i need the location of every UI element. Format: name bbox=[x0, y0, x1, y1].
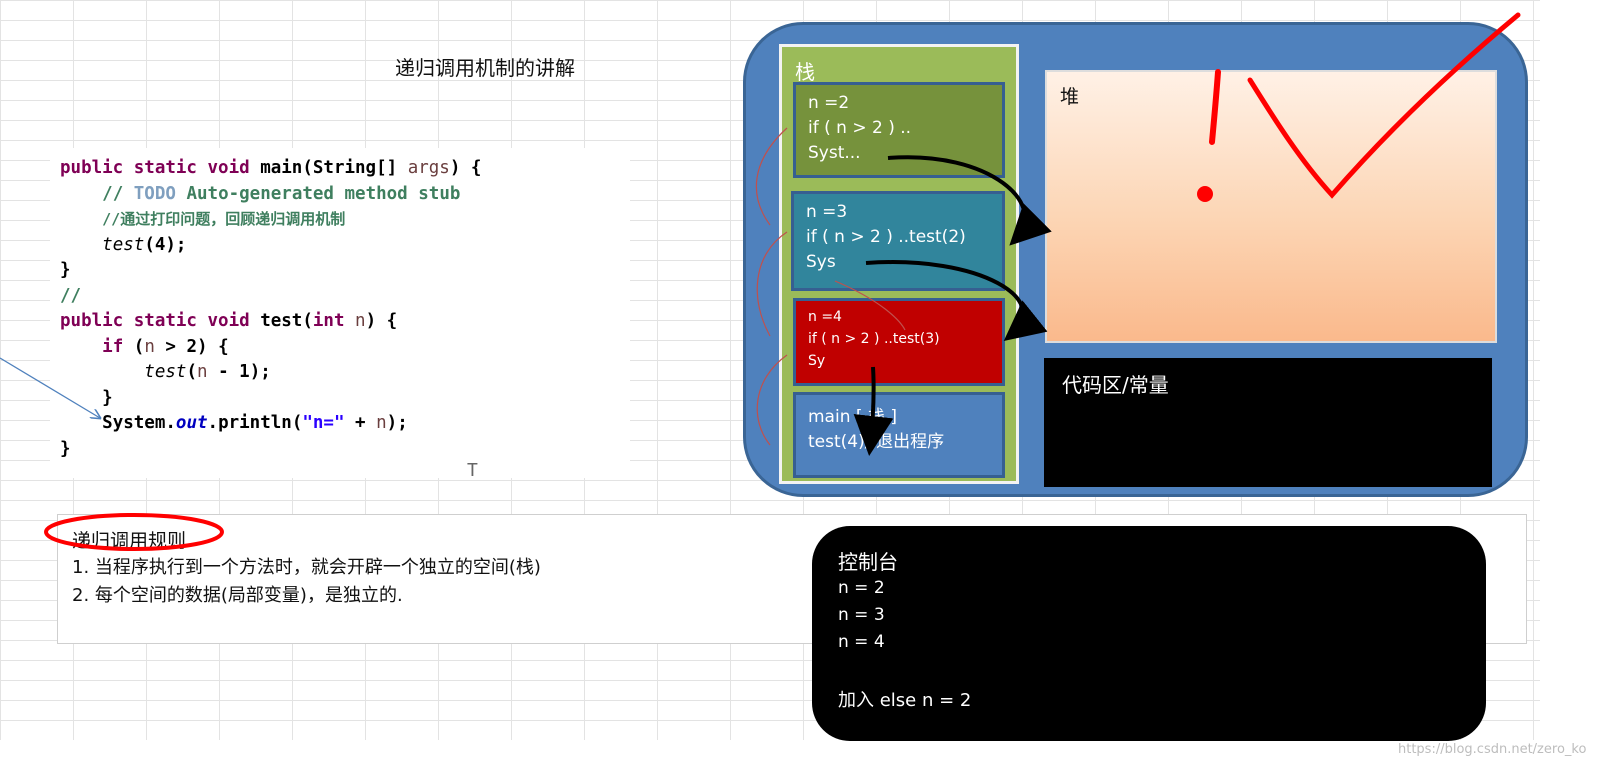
code-line-11: System.out.println("n=" + n); bbox=[60, 411, 630, 437]
call-arc-3 bbox=[755, 127, 788, 226]
frame-line: n =4 bbox=[808, 309, 842, 325]
code-line-10: } bbox=[60, 386, 630, 412]
rules-title-circle bbox=[44, 513, 224, 551]
console-line: n = 4 bbox=[838, 632, 885, 652]
code-constant-label: 代码区/常量 bbox=[1062, 373, 1169, 397]
code-keyword: if bbox=[102, 336, 124, 357]
code-line-7: public static void test(int n) { bbox=[60, 309, 630, 335]
return-arrow-2 bbox=[865, 260, 1048, 342]
red-check-stroke bbox=[1247, 12, 1521, 199]
frame-line: if ( n > 2 ) ..test(3) bbox=[808, 331, 940, 347]
code-keyword: public static void bbox=[60, 311, 250, 331]
code-text: ( bbox=[186, 362, 197, 382]
code-line-4: test(4); bbox=[60, 233, 630, 259]
code-block: public static void main(String[] args) {… bbox=[50, 148, 630, 478]
code-text: System. bbox=[102, 413, 176, 433]
console-line: n = 3 bbox=[838, 605, 885, 625]
rule-item-2: 2. 每个空间的数据(局部变量)，是独立的. bbox=[72, 585, 403, 606]
code-line-5: } bbox=[60, 258, 630, 284]
code-text: ) { bbox=[449, 158, 482, 178]
call-arc-4 bbox=[834, 280, 906, 331]
return-arrow-1 bbox=[887, 155, 1052, 246]
console-panel bbox=[812, 526, 1486, 741]
console-line: 加入 else n = 2 bbox=[838, 690, 972, 711]
code-constant-region bbox=[1044, 358, 1492, 487]
frame-line: Sys bbox=[806, 252, 836, 272]
heap-label: 堆 bbox=[1060, 86, 1080, 108]
stack-label: 栈 bbox=[795, 60, 815, 84]
return-arrow-3 bbox=[853, 366, 894, 456]
code-var: n bbox=[144, 336, 155, 357]
frame-line: n =3 bbox=[806, 202, 848, 222]
code-field: out bbox=[175, 413, 208, 433]
code-comment: Auto-generated method stub bbox=[175, 183, 461, 204]
red-dot bbox=[1197, 186, 1213, 202]
code-line-9: test(n - 1); bbox=[60, 360, 630, 386]
code-keyword: int bbox=[312, 311, 345, 331]
code-line-12: } bbox=[60, 437, 630, 463]
console-line: n = 2 bbox=[838, 578, 885, 598]
frame-line: Syst... bbox=[808, 143, 861, 163]
code-text: ); bbox=[386, 413, 408, 433]
text-cursor-glyph: T bbox=[467, 460, 478, 481]
page-title: 递归调用机制的讲解 bbox=[395, 56, 575, 80]
code-text: .println( bbox=[207, 413, 303, 433]
code-keyword: public static void bbox=[60, 158, 250, 178]
code-string: "n=" bbox=[302, 413, 345, 433]
code-var: n bbox=[376, 413, 387, 433]
frame-line: n =2 bbox=[808, 93, 850, 113]
rule-item-1: 1. 当程序执行到一个方法时，就会开辟一个独立的空间(栈) bbox=[72, 557, 541, 578]
code-arg: args bbox=[407, 158, 450, 178]
code-line-6: // bbox=[60, 284, 630, 310]
code-comment: // bbox=[102, 183, 134, 204]
code-var: n bbox=[344, 311, 366, 331]
red-mark-stroke bbox=[1209, 69, 1221, 145]
code-line-1: public static void main(String[] args) { bbox=[60, 156, 630, 182]
code-text: main(String[] bbox=[249, 158, 408, 178]
code-text: } bbox=[102, 387, 113, 408]
code-text: } bbox=[60, 438, 71, 459]
code-call: test bbox=[144, 362, 187, 382]
code-var: n bbox=[197, 362, 208, 382]
stack-frame-n2: n =2 if ( n > 2 ) .. Syst... bbox=[793, 82, 1005, 178]
code-text: + bbox=[344, 413, 377, 433]
stack-frame-n4: n =4 if ( n > 2 ) ..test(3) Sy bbox=[793, 298, 1005, 386]
frame-line: if ( n > 2 ) .. bbox=[808, 118, 912, 138]
code-todo: TODO bbox=[133, 183, 176, 204]
call-arc-1 bbox=[756, 354, 788, 446]
call-arc-2 bbox=[756, 231, 788, 337]
watermark: https://blog.csdn.net/zero_ko bbox=[1398, 742, 1587, 757]
code-line-8: if (n > 2) { bbox=[60, 335, 630, 361]
pointer-arrow bbox=[0, 357, 100, 418]
code-line-2: // TODO Auto-generated method stub bbox=[60, 182, 630, 208]
code-comment: // bbox=[60, 285, 82, 306]
code-text: - 1); bbox=[207, 362, 271, 382]
code-text: } bbox=[60, 260, 71, 280]
code-text: > 2) { bbox=[154, 336, 229, 357]
code-text: ( bbox=[123, 336, 145, 357]
code-text: (4); bbox=[144, 234, 187, 255]
code-line-3: //通过打印问题，回顾递归调用机制 bbox=[60, 207, 630, 233]
stack-frame-main: main [ 栈 ] test(4)//退出程序 bbox=[793, 392, 1005, 478]
code-comment: //通过打印问题，回顾递归调用机制 bbox=[102, 210, 346, 228]
code-call: test bbox=[102, 234, 145, 255]
frame-line: if ( n > 2 ) ..test(2) bbox=[806, 227, 966, 247]
frame-line: Sy bbox=[808, 353, 826, 369]
code-text: ) { bbox=[365, 311, 398, 331]
console-title: 控制台 bbox=[838, 550, 898, 574]
code-text: test( bbox=[249, 311, 313, 331]
stack-frame-n3: n =3 if ( n > 2 ) ..test(2) Sys bbox=[791, 191, 1005, 291]
